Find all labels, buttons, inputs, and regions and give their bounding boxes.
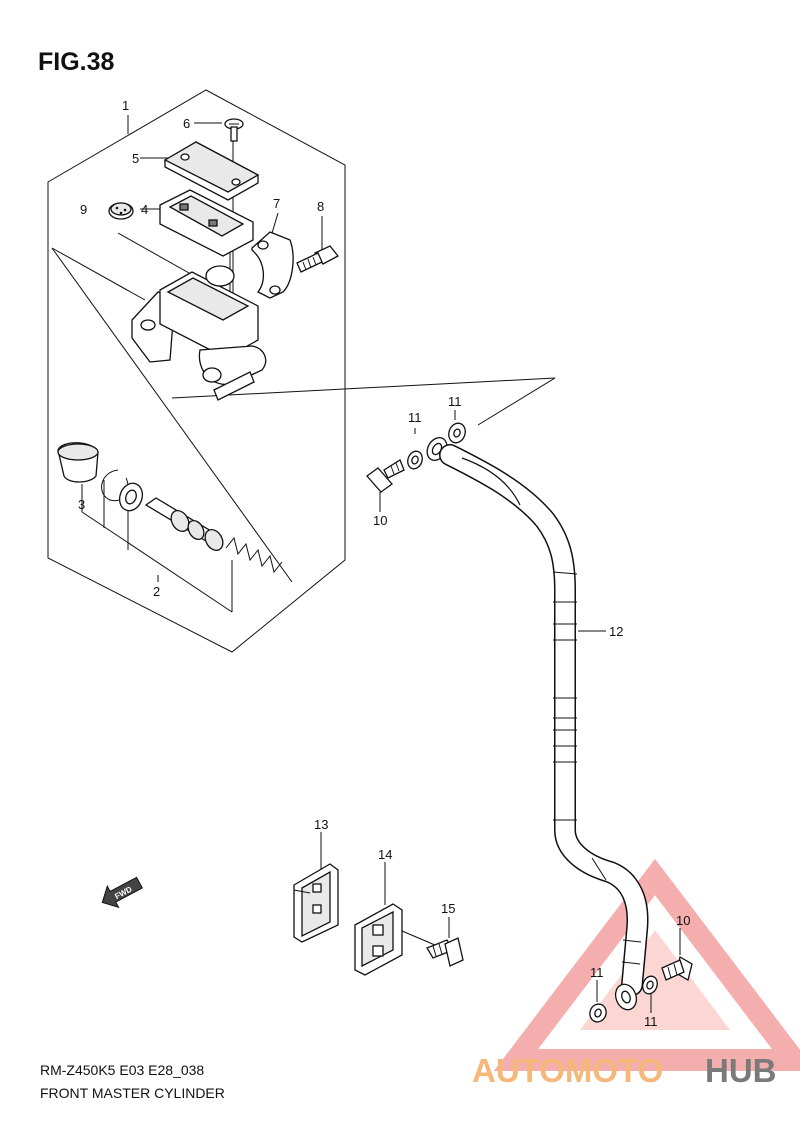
watermark-part2: HUB xyxy=(705,1052,777,1089)
washer-seal xyxy=(118,482,144,512)
watermark-text: AUTOMOTO HUB xyxy=(472,1052,777,1089)
callout-5: 5 xyxy=(132,151,139,166)
callout-12: 12 xyxy=(609,624,623,639)
figure-title: FIG.38 xyxy=(38,48,115,76)
callout-13: 13 xyxy=(314,817,328,832)
fwd-arrow-icon: FWD xyxy=(101,876,143,909)
part-13-pad xyxy=(293,863,339,943)
part-10-bolt-bottom xyxy=(661,956,693,981)
callout-15: 15 xyxy=(441,901,455,916)
callout-11-top-left: 11 xyxy=(408,410,422,425)
callout-11-top-right: 11 xyxy=(448,394,462,409)
part-7-clamp xyxy=(251,231,294,299)
part-10-bolt-top xyxy=(366,459,405,493)
part-9-disc xyxy=(108,202,134,220)
part-6-screw xyxy=(224,118,244,142)
callout-6: 6 xyxy=(183,116,190,131)
callout-1: 1 xyxy=(122,98,129,113)
figure-code: RM-Z450K5 E03 E28_038 xyxy=(40,1062,205,1078)
part-2-piston xyxy=(144,497,283,574)
callout-9: 9 xyxy=(80,202,87,217)
master-cylinder-body xyxy=(131,265,267,401)
part-11-washers-top xyxy=(407,422,466,470)
part-15-bolt xyxy=(426,937,464,967)
callout-11-bottom-left: 11 xyxy=(590,965,604,980)
callout-7: 7 xyxy=(273,196,280,211)
callout-8: 8 xyxy=(317,199,324,214)
callout-10-bottom: 10 xyxy=(676,913,690,928)
callout-14: 14 xyxy=(378,847,392,862)
part-5-cap xyxy=(163,141,260,201)
figure-name: FRONT MASTER CYLINDER xyxy=(40,1085,225,1101)
callout-10-top: 10 xyxy=(373,513,387,528)
watermark-part1: AUTOMOTO xyxy=(472,1052,663,1089)
part-12-brake-hose xyxy=(426,437,649,1011)
part-8-bolt xyxy=(296,245,339,273)
assembly-1-outline xyxy=(47,89,346,653)
watermark-logo xyxy=(493,858,800,1071)
callout-labels: 1 2 3 4 5 6 7 8 9 10 10 11 11 11 11 12 1… xyxy=(78,98,690,1029)
callout-4: 4 xyxy=(141,202,148,217)
callout-11-bottom-right: 11 xyxy=(644,1014,658,1029)
part-3-boot xyxy=(57,442,99,483)
callout-2: 2 xyxy=(153,584,160,599)
part-4-diaphragm xyxy=(159,189,254,257)
callout-3: 3 xyxy=(78,497,85,512)
guide-lines xyxy=(51,122,681,1013)
part-14-pad xyxy=(354,903,403,976)
part-11-washers-bottom xyxy=(589,975,658,1023)
